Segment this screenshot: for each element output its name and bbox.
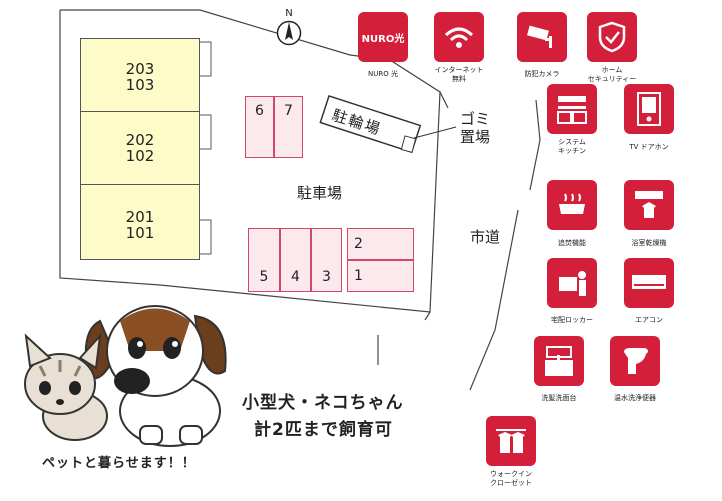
bathroom-dryer-icon	[624, 180, 674, 230]
parking-space-4: 4	[280, 228, 311, 292]
unit-number-lower: 102	[125, 147, 155, 165]
unit-number-lower: 101	[125, 224, 155, 242]
toilet-icon	[610, 336, 660, 386]
parking-area-label: 駐車場	[297, 184, 343, 202]
parking-space-6: 6	[245, 96, 274, 158]
north-compass: N	[275, 8, 303, 52]
amenity-label: 宅配ロッカー	[551, 316, 593, 324]
compass-icon	[276, 20, 302, 46]
pet-illustration	[24, 305, 227, 447]
amenity-label: 浴室乾燥機	[631, 239, 667, 247]
north-label: N	[285, 8, 293, 19]
amenity-label-line2: 無料	[452, 75, 466, 83]
wifi-icon	[434, 12, 484, 62]
garbage-label-line1: ゴミ	[460, 110, 491, 128]
unit-number-upper: 201	[125, 208, 155, 226]
amenity-label-line1: ホーム	[601, 66, 623, 74]
security-camera-icon	[517, 12, 567, 62]
amenity-label: エアコン	[635, 316, 663, 324]
apartment-unit-203-103: 203 103	[80, 38, 200, 114]
amenity-label-line1: ウォークイン	[490, 470, 532, 478]
washbasin-icon	[534, 336, 584, 386]
amenity-label: 防犯カメラ	[524, 70, 560, 78]
air-conditioner-icon	[624, 258, 674, 308]
kitchen-icon	[547, 84, 597, 134]
amenity-label: 温水洗浄便器	[614, 394, 656, 402]
parking-space-7: 7	[274, 96, 303, 158]
pet-caption: ペットと暮らせます！！	[42, 456, 196, 471]
dog-illustration	[84, 305, 227, 447]
shield-check-icon	[587, 12, 637, 62]
parking-space-2: 2	[347, 228, 414, 260]
cat-illustration	[24, 332, 108, 441]
apartment-unit-201-101: 201 101	[80, 184, 200, 260]
amenity-label-line2: セキュリティー	[587, 75, 637, 83]
amenity-label: 追焚機能	[558, 239, 586, 247]
unit-number-upper: 203	[125, 60, 155, 78]
amenity-label: 洗髪洗面台	[541, 394, 577, 402]
pet-policy-line2: 計2匹まで飼育可	[254, 420, 393, 440]
amenity-label-line1: インターネット	[434, 66, 484, 74]
amenity-label: NURO 光	[368, 70, 398, 78]
unit-number-lower: 103	[125, 76, 155, 94]
garbage-label-line2: 置場	[460, 128, 491, 146]
road-label: 市道	[470, 228, 501, 246]
pet-policy-line1: 小型犬・ネコちゃん	[242, 393, 404, 413]
parking-space-1: 1	[347, 260, 414, 292]
delivery-locker-icon	[547, 258, 597, 308]
parking-space-3: 3	[311, 228, 342, 292]
amenity-label-line2: キッチン	[558, 147, 586, 155]
parking-space-5: 5	[248, 228, 280, 292]
amenity-label: TV ドアホン	[629, 143, 669, 151]
apartment-unit-202-102: 202 102	[80, 111, 200, 187]
nuro-badge-text: NURO光	[361, 33, 405, 45]
intercom-icon	[624, 84, 674, 134]
amenity-label-line1: システム	[558, 138, 586, 146]
nuro-logo-icon: NURO光	[358, 12, 408, 62]
walk-in-closet-icon	[486, 416, 536, 466]
bathtub-icon	[547, 180, 597, 230]
unit-number-upper: 202	[125, 131, 155, 149]
amenity-label-line2: クローゼット	[490, 479, 532, 487]
